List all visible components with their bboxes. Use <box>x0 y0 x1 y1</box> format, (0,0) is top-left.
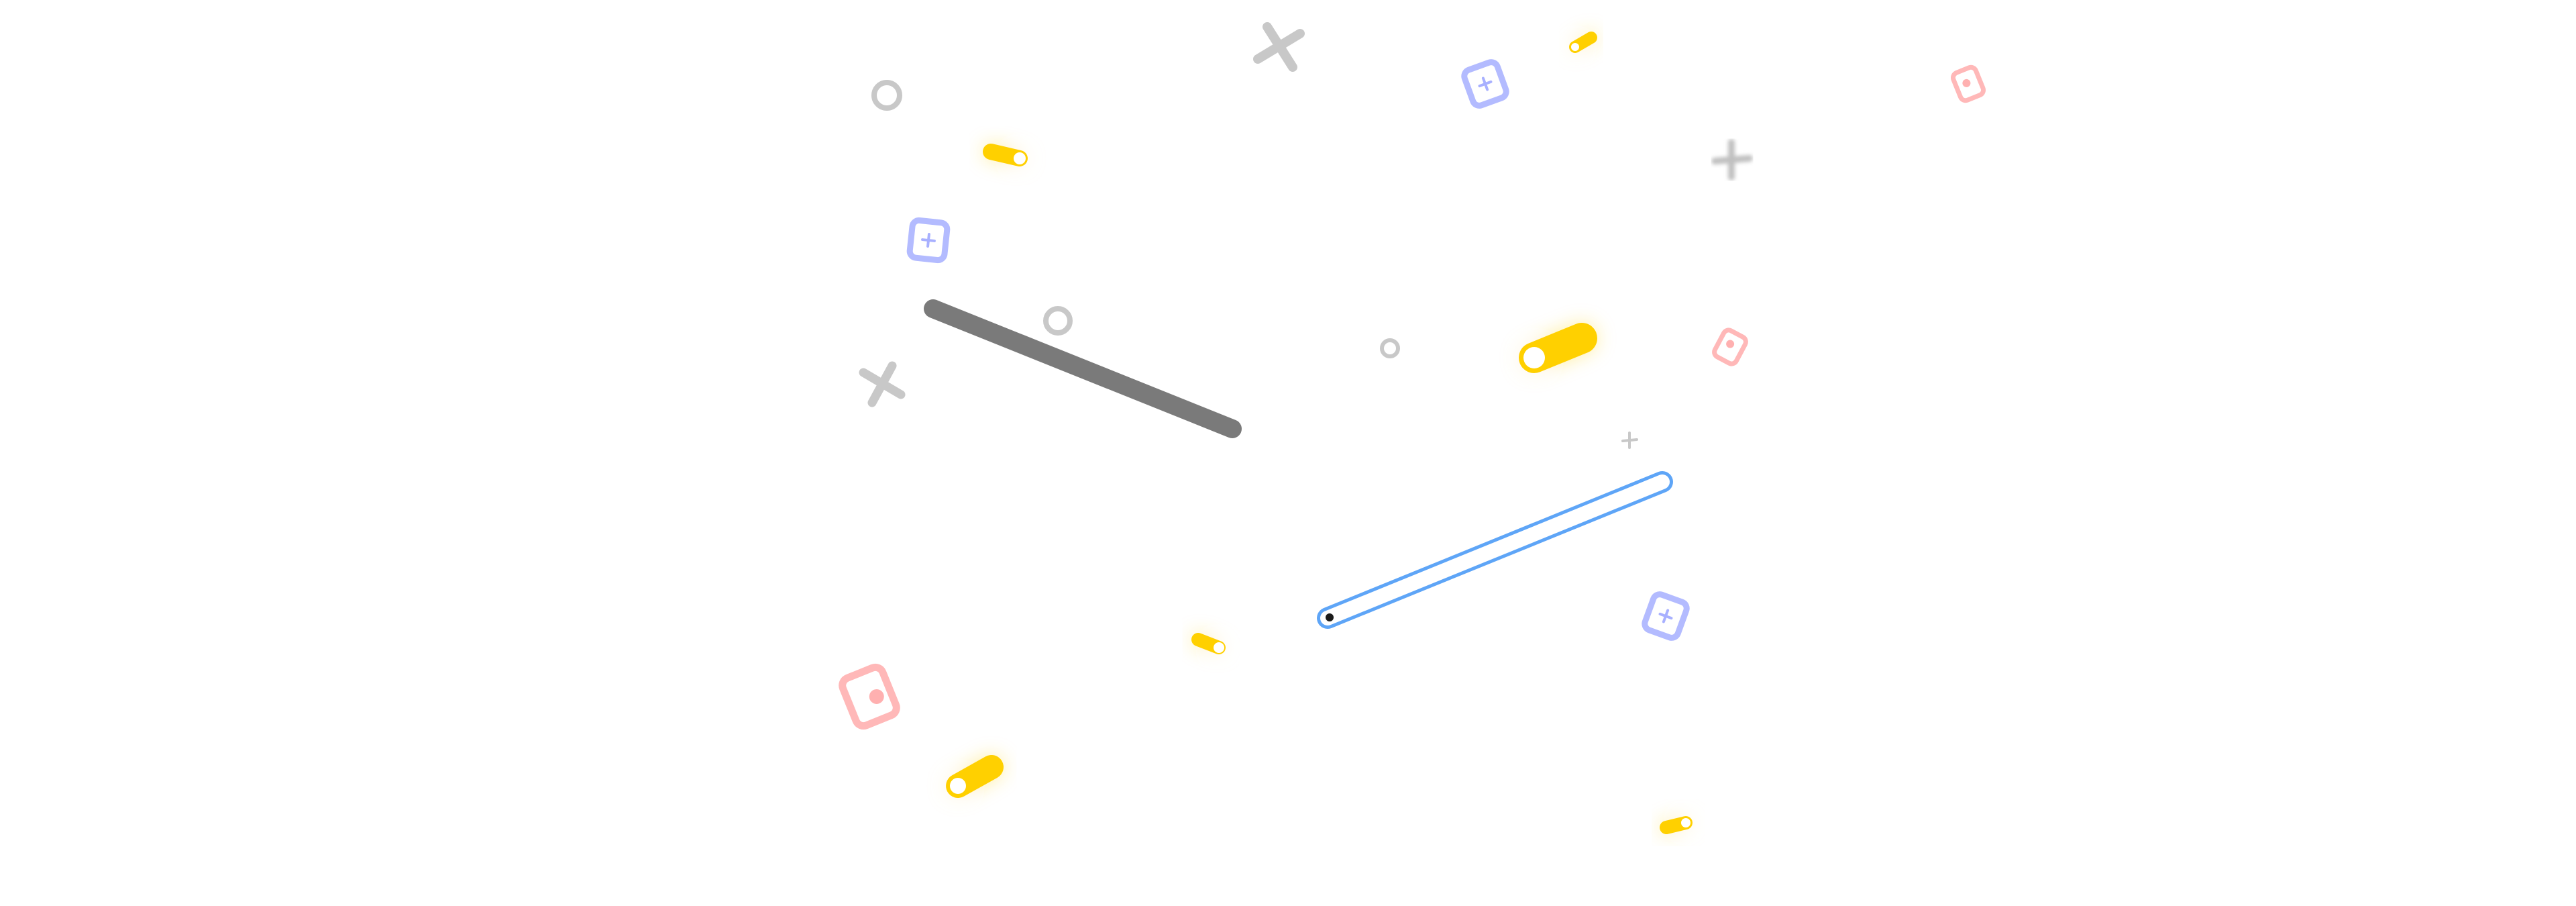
ring-icon <box>871 80 902 111</box>
dot-square-icon <box>1712 328 1748 366</box>
dot <box>1326 613 1334 621</box>
toggle-pill-icon <box>983 144 1028 166</box>
toggle-pill-icon <box>1660 816 1693 834</box>
ring-icon <box>1380 338 1400 358</box>
plus-square-icon <box>1461 59 1509 109</box>
outline-bar <box>1317 471 1673 629</box>
toggle-pill-icon <box>1191 633 1226 654</box>
dot-square-icon <box>1950 64 1986 103</box>
plus-icon <box>1621 432 1638 449</box>
plus-square-icon <box>1642 591 1690 641</box>
plus-square-icon <box>906 217 951 264</box>
toggle-pill-icon <box>1569 32 1597 53</box>
plus-icon <box>1711 139 1753 181</box>
ring-icon <box>1043 306 1073 336</box>
x-icon <box>859 361 906 407</box>
dark-bar <box>924 299 1242 438</box>
dot-square-icon <box>839 663 900 730</box>
x-icon <box>1253 22 1305 72</box>
toggle-pill-icon <box>1519 323 1597 373</box>
toggle-pill-icon <box>946 755 1004 798</box>
